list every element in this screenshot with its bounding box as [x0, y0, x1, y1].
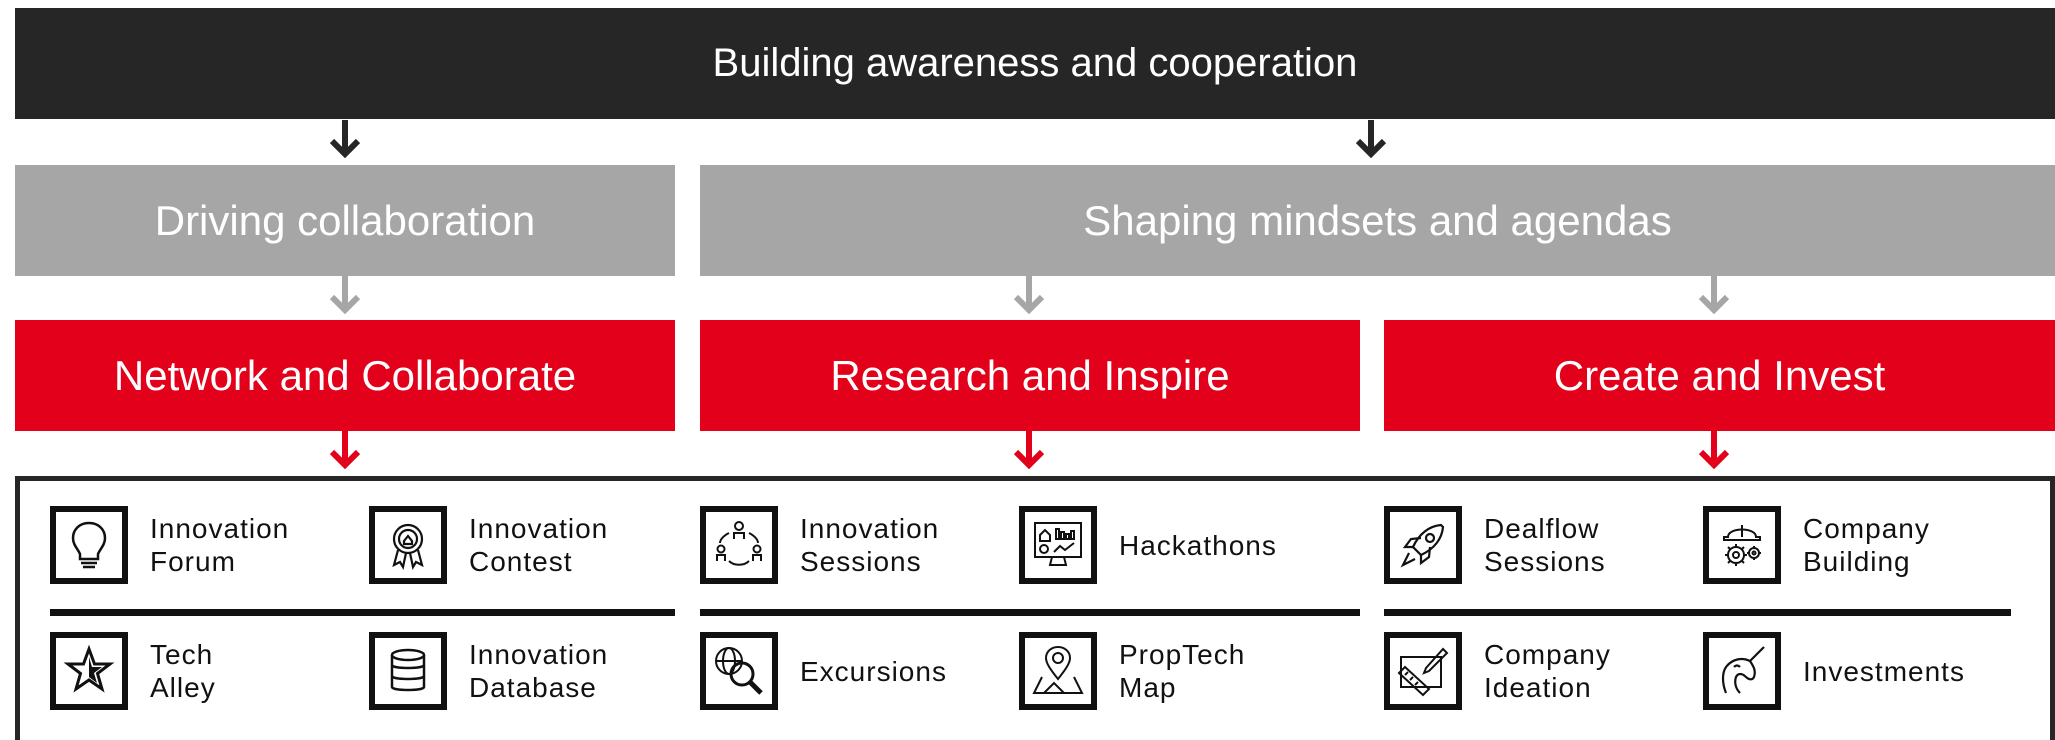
drafting-tools-icon	[1384, 632, 1462, 710]
middle-box-collaboration: Driving collaboration	[15, 165, 675, 276]
middle-box-mindsets: Shaping mindsets and agendas	[700, 165, 2055, 276]
star-icon	[50, 632, 128, 710]
pillar-research: Research and Inspire	[700, 320, 1360, 431]
pillar-title: Research and Inspire	[830, 351, 1230, 399]
arrow-down-icon	[329, 276, 361, 314]
divider	[700, 609, 1360, 616]
middle-box-title: Driving collaboration	[154, 196, 536, 244]
pillar-title: Create and Invest	[1553, 351, 1886, 399]
dashboard-screen-icon	[1019, 506, 1097, 584]
pillar-create: Create and Invest	[1384, 320, 2055, 431]
arrow-down-icon	[1698, 431, 1730, 469]
helmet-gears-icon	[1703, 506, 1781, 584]
divider	[1384, 609, 2011, 616]
pillar-title: Network and Collaborate	[113, 351, 577, 399]
item-excursions: Excursions	[700, 632, 990, 710]
map-pin-icon	[1019, 632, 1097, 710]
item-label: Investments	[1803, 655, 1965, 687]
arrow-down-icon	[1013, 431, 1045, 469]
item-label: Excursions	[800, 655, 947, 687]
arrow-down-icon	[1013, 276, 1045, 314]
people-network-icon	[700, 506, 778, 584]
unicorn-icon	[1703, 632, 1781, 710]
arrow-down-icon	[329, 431, 361, 469]
globe-magnifier-icon	[700, 632, 778, 710]
activities-panel	[15, 476, 2055, 740]
item-label: Hackathons	[1119, 529, 1277, 561]
top-banner: Building awareness and cooperation	[15, 8, 2055, 119]
rocket-icon	[1384, 506, 1462, 584]
pillar-network: Network and Collaborate	[15, 320, 675, 431]
award-badge-icon	[369, 506, 447, 584]
item-hackathons: Hackathons	[1019, 506, 1309, 584]
arrow-down-icon	[1698, 276, 1730, 314]
database-icon	[369, 632, 447, 710]
arrow-down-icon	[1355, 120, 1387, 158]
divider	[50, 609, 675, 616]
item-investments: Investments	[1703, 632, 1993, 710]
middle-box-title: Shaping mindsets and agendas	[1083, 196, 1672, 244]
top-banner-title: Building awareness and cooperation	[712, 41, 1358, 85]
arrow-down-icon	[329, 120, 361, 158]
lightbulb-icon	[50, 506, 128, 584]
